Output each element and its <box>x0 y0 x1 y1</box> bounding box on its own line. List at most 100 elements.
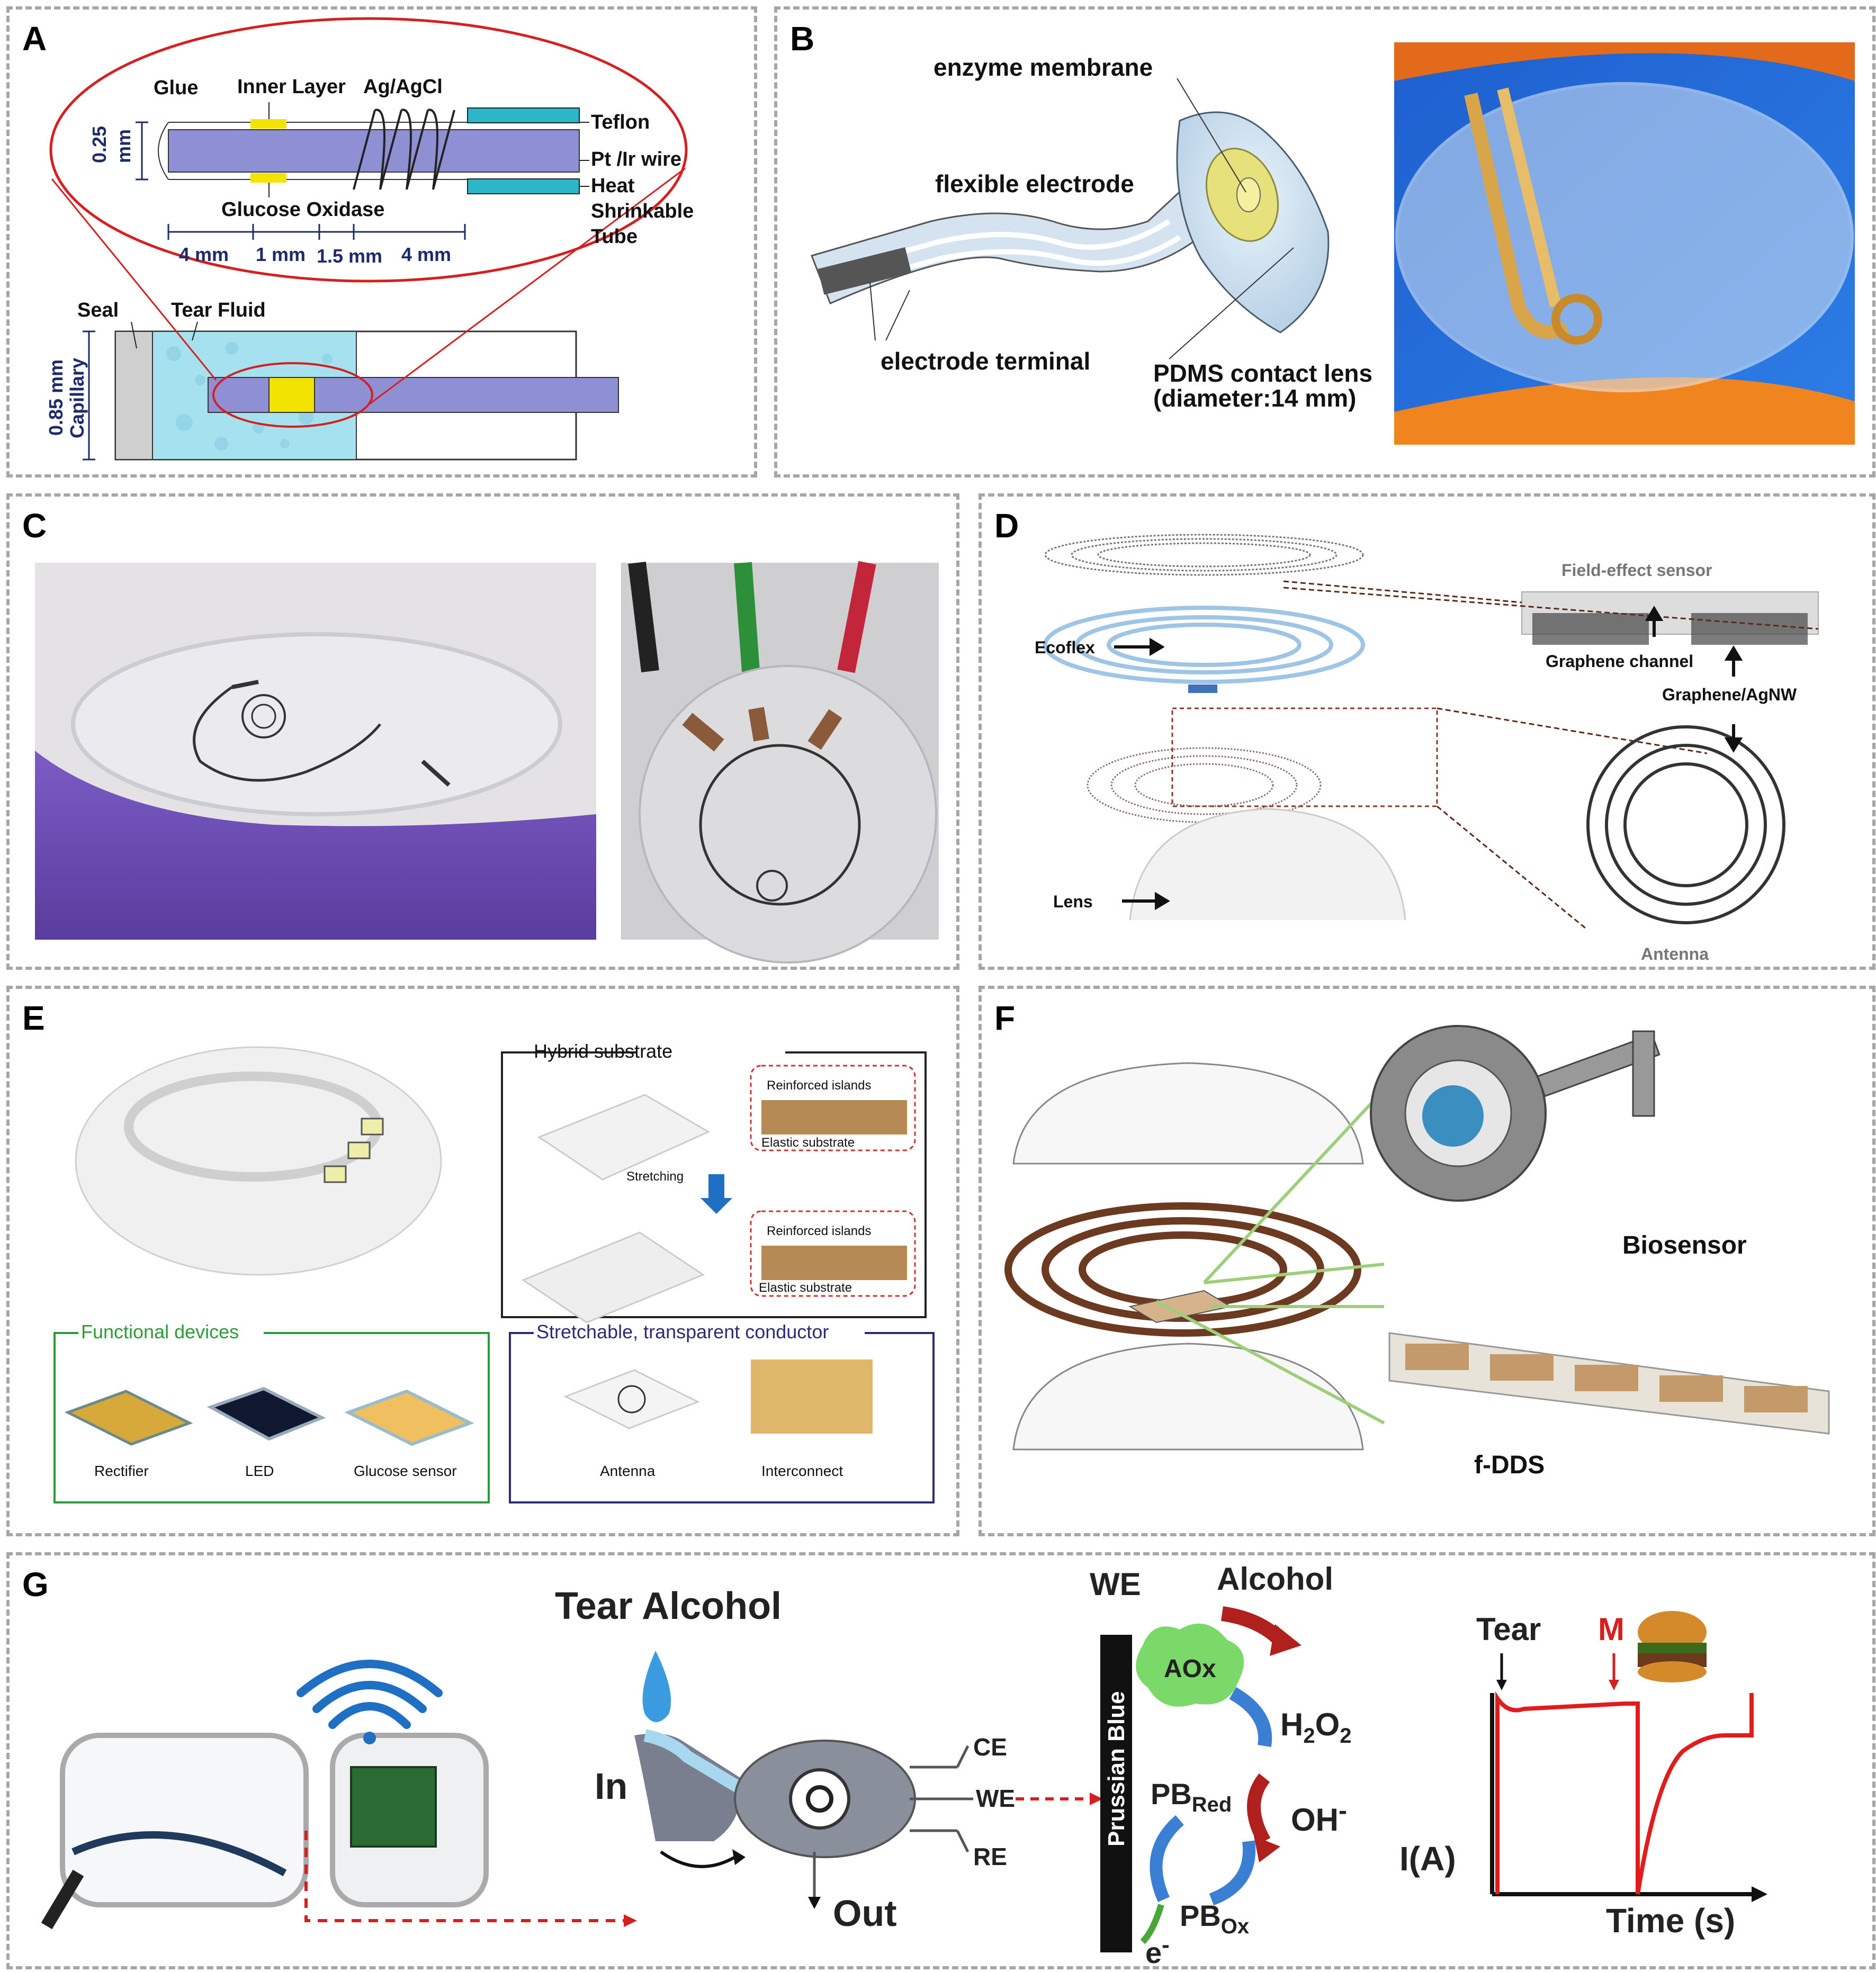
label-biosensor: Biosensor <box>1622 1231 1747 1259</box>
label-025: 0.25 <box>88 126 110 163</box>
panel-label-b: B <box>790 20 815 58</box>
bottom-lens-shell <box>1012 1343 1364 1451</box>
label-025-mm: mm <box>113 129 134 163</box>
current-trace-plot <box>1490 1611 1767 1902</box>
lens-photo <box>1394 42 1855 445</box>
panel-label-c: C <box>22 507 47 545</box>
h2o2-h: H <box>1280 1707 1303 1742</box>
label-4mm-a: 4 mm <box>179 244 229 265</box>
electrode-terminal-block <box>818 247 912 295</box>
teflon-sheath-bottom <box>467 178 580 194</box>
label-ce: CE <box>973 1733 1007 1761</box>
detail-ellipse <box>212 362 373 428</box>
lens-with-wires-photo <box>621 561 939 964</box>
label-tear-fluid: Tear Fluid <box>171 299 266 321</box>
e-sup: - <box>1162 1932 1170 1958</box>
biosensor-lens-diagram: Biosensor f-DDS <box>1004 1025 1830 1479</box>
label-oh: OH- <box>1291 1797 1347 1838</box>
label-inner-layer: Inner Layer <box>237 76 346 98</box>
label-tear-alcohol: Tear Alcohol <box>555 1585 782 1627</box>
ptir-wire-rod <box>168 129 580 173</box>
label-m: M <box>1598 1611 1624 1647</box>
panel-c: C <box>6 493 959 970</box>
stretchable-lens-diagram: Hybrid substrate Reinforced islands Elas… <box>53 1040 935 1503</box>
panel-label-f: F <box>994 999 1016 1037</box>
stretching-arrow <box>701 1174 732 1214</box>
label-prussian-blue: Prussian Blue <box>1103 1691 1129 1847</box>
h2o2-o: O <box>1315 1707 1340 1742</box>
label-tear: Tear <box>1476 1611 1541 1647</box>
label-pb-red: PBRed <box>1151 1777 1232 1816</box>
label-stretchable-conductor: Stretchable, transparent conductor <box>536 1321 829 1343</box>
graphene-lens-diagram: Field-effect sensor Ecoflex Graphene cha… <box>1035 534 1819 964</box>
label-interconnect: Interconnect <box>761 1463 843 1479</box>
label-time-axis: Time (s) <box>1606 1902 1735 1940</box>
label-tube: Tube <box>591 226 638 248</box>
oh-text: OH <box>1291 1802 1339 1838</box>
aox-cloud <box>1136 1623 1244 1707</box>
label-antenna: Antenna <box>600 1463 656 1479</box>
inner-layer-top <box>250 119 286 129</box>
label-elastic-2: Elastic substrate <box>759 1281 852 1295</box>
label-lens: Lens <box>1053 892 1093 911</box>
tear-drop-icon <box>642 1651 671 1722</box>
label-pdms-2: (diameter:14 mm) <box>1153 384 1356 412</box>
antenna-spiral <box>1586 725 1785 924</box>
capillary-sensor-diagram: Glue Inner Layer Ag/AgCl Teflon Pt /Ir w… <box>45 17 694 461</box>
label-seal: Seal <box>77 299 119 321</box>
antenna-layer <box>1087 747 1322 823</box>
lens-on-purple-photo <box>35 563 596 940</box>
label-reinforced-2: Reinforced islands <box>767 1224 871 1238</box>
h2o2-sub2: 2 <box>1340 1724 1351 1748</box>
label-glucose-oxidase: Glucose Oxidase <box>221 199 384 221</box>
zoom-box <box>1171 707 1438 807</box>
seal-block <box>115 331 153 460</box>
inner-layer-bottom <box>250 173 286 183</box>
burger-icon <box>1638 1611 1707 1682</box>
label-graphene-channel: Graphene channel <box>1546 652 1693 671</box>
panel-label-e: E <box>22 999 45 1037</box>
label-reinforced-1: Reinforced islands <box>767 1078 871 1093</box>
label-alcohol: Alcohol <box>1217 1561 1333 1597</box>
ecoflex-layer <box>1043 606 1365 684</box>
pb-red-main: PB <box>1151 1777 1192 1811</box>
lens-dome <box>1129 808 1406 921</box>
e-text: e <box>1145 1936 1162 1969</box>
label-we: WE <box>976 1785 1015 1812</box>
label-heat: Heat <box>591 175 635 197</box>
label-field-effect: Field-effect sensor <box>1561 561 1712 580</box>
label-antenna: Antenna <box>1641 944 1709 964</box>
label-shrinkable: Shrinkable <box>591 200 694 222</box>
panel-g: G <box>6 1552 1875 1969</box>
teflon-sheath-top <box>467 107 580 123</box>
wifi-icon <box>297 1660 443 1744</box>
label-led: LED <box>245 1463 274 1479</box>
label-in: In <box>595 1766 627 1807</box>
label-flexible-electrode: flexible electrode <box>935 170 1134 197</box>
label-stretching: Stretching <box>626 1169 684 1184</box>
label-teflon: Teflon <box>591 111 650 133</box>
label-graphene-agnw: Graphene/AgNW <box>1662 685 1797 704</box>
pb-ox-sub: Ox <box>1221 1915 1249 1938</box>
pb-ox-main: PB <box>1180 1899 1221 1932</box>
label-fdds: f-DDS <box>1474 1451 1545 1479</box>
label-re: RE <box>973 1843 1007 1870</box>
smart-lens-dome <box>75 1046 442 1276</box>
label-functional-devices: Functional devices <box>81 1321 239 1343</box>
agagcl-coil <box>353 109 455 190</box>
label-glue: Glue <box>154 77 198 99</box>
label-glucose-sensor: Glucose sensor <box>354 1463 457 1479</box>
label-ptir-wire: Pt /Ir wire <box>591 148 681 170</box>
label-hybrid-substrate: Hybrid substrate <box>534 1040 672 1062</box>
label-ecoflex: Ecoflex <box>1035 638 1095 657</box>
label-pb-ox: PBOx <box>1180 1899 1249 1938</box>
top-lens-shell <box>1012 1062 1364 1165</box>
pb-red-sub: Red <box>1192 1793 1232 1816</box>
panel-label-a: A <box>22 20 47 58</box>
label-we-top: WE <box>1090 1566 1141 1602</box>
label-4mm-b: 4 mm <box>401 244 451 265</box>
panel-f: F Biosensor f-DDS <box>979 986 1875 1536</box>
flexible-electrode-strip <box>811 185 1207 304</box>
top-coil-layer <box>1044 534 1364 576</box>
label-rectifier: Rectifier <box>94 1463 149 1479</box>
